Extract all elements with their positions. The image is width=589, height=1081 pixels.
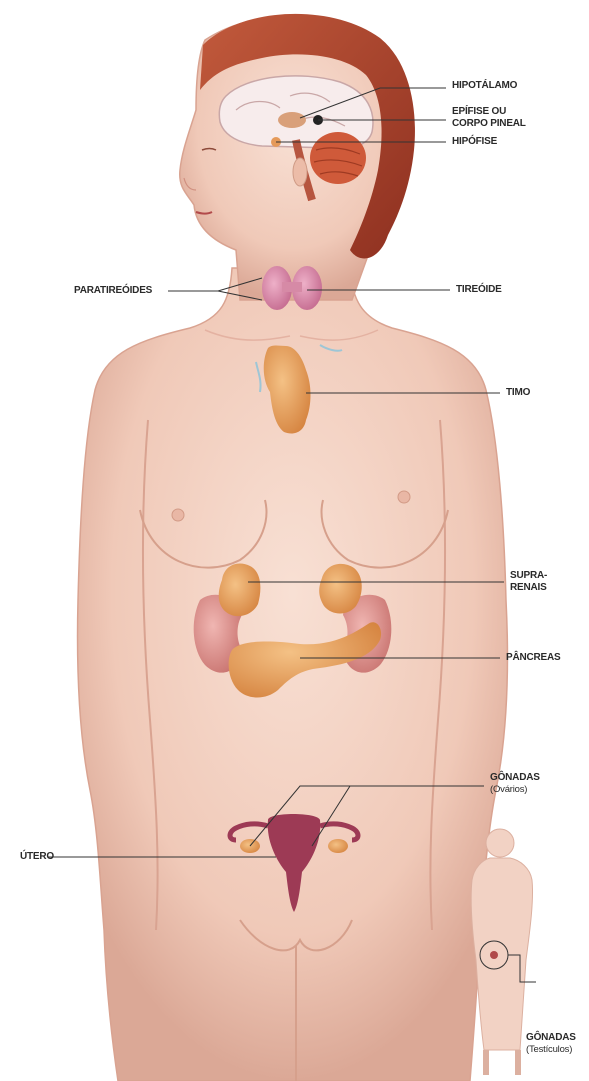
label-hipotalamo: HIPOTÁLAMO bbox=[452, 80, 517, 92]
label-gonadas-testiculos-title: GÔNADAS bbox=[526, 1032, 576, 1043]
label-timo: TIMO bbox=[506, 387, 530, 399]
label-epifise-line1: EPÍFISE OU bbox=[452, 106, 506, 117]
label-suprarenais-line2: RENAIS bbox=[510, 582, 547, 593]
label-utero: ÚTERO bbox=[20, 851, 54, 863]
label-ovarios: (Ovários) bbox=[490, 784, 540, 796]
label-gonadas-ovarios: GÔNADAS (Ovários) bbox=[490, 772, 540, 796]
label-gonadas-testiculos: GÔNADAS (Testículos) bbox=[526, 1032, 576, 1056]
male-figure bbox=[471, 829, 532, 1075]
label-epifise: EPÍFISE OU CORPO PINEAL bbox=[452, 106, 526, 130]
head bbox=[180, 14, 415, 300]
label-suprarenais: SUPRA- RENAIS bbox=[510, 570, 547, 594]
label-paratireoides: PARATIREÓIDES bbox=[74, 285, 152, 297]
label-epifise-line2: CORPO PINEAL bbox=[452, 118, 526, 129]
label-hipofise: HIPÓFISE bbox=[452, 136, 497, 148]
label-gonadas-ovarios-title: GÔNADAS bbox=[490, 772, 540, 783]
label-tireoide: TIREÓIDE bbox=[456, 284, 502, 296]
label-suprarenais-line1: SUPRA- bbox=[510, 570, 547, 581]
label-pancreas: PÂNCREAS bbox=[506, 652, 561, 664]
label-testiculos: (Testículos) bbox=[526, 1044, 576, 1056]
